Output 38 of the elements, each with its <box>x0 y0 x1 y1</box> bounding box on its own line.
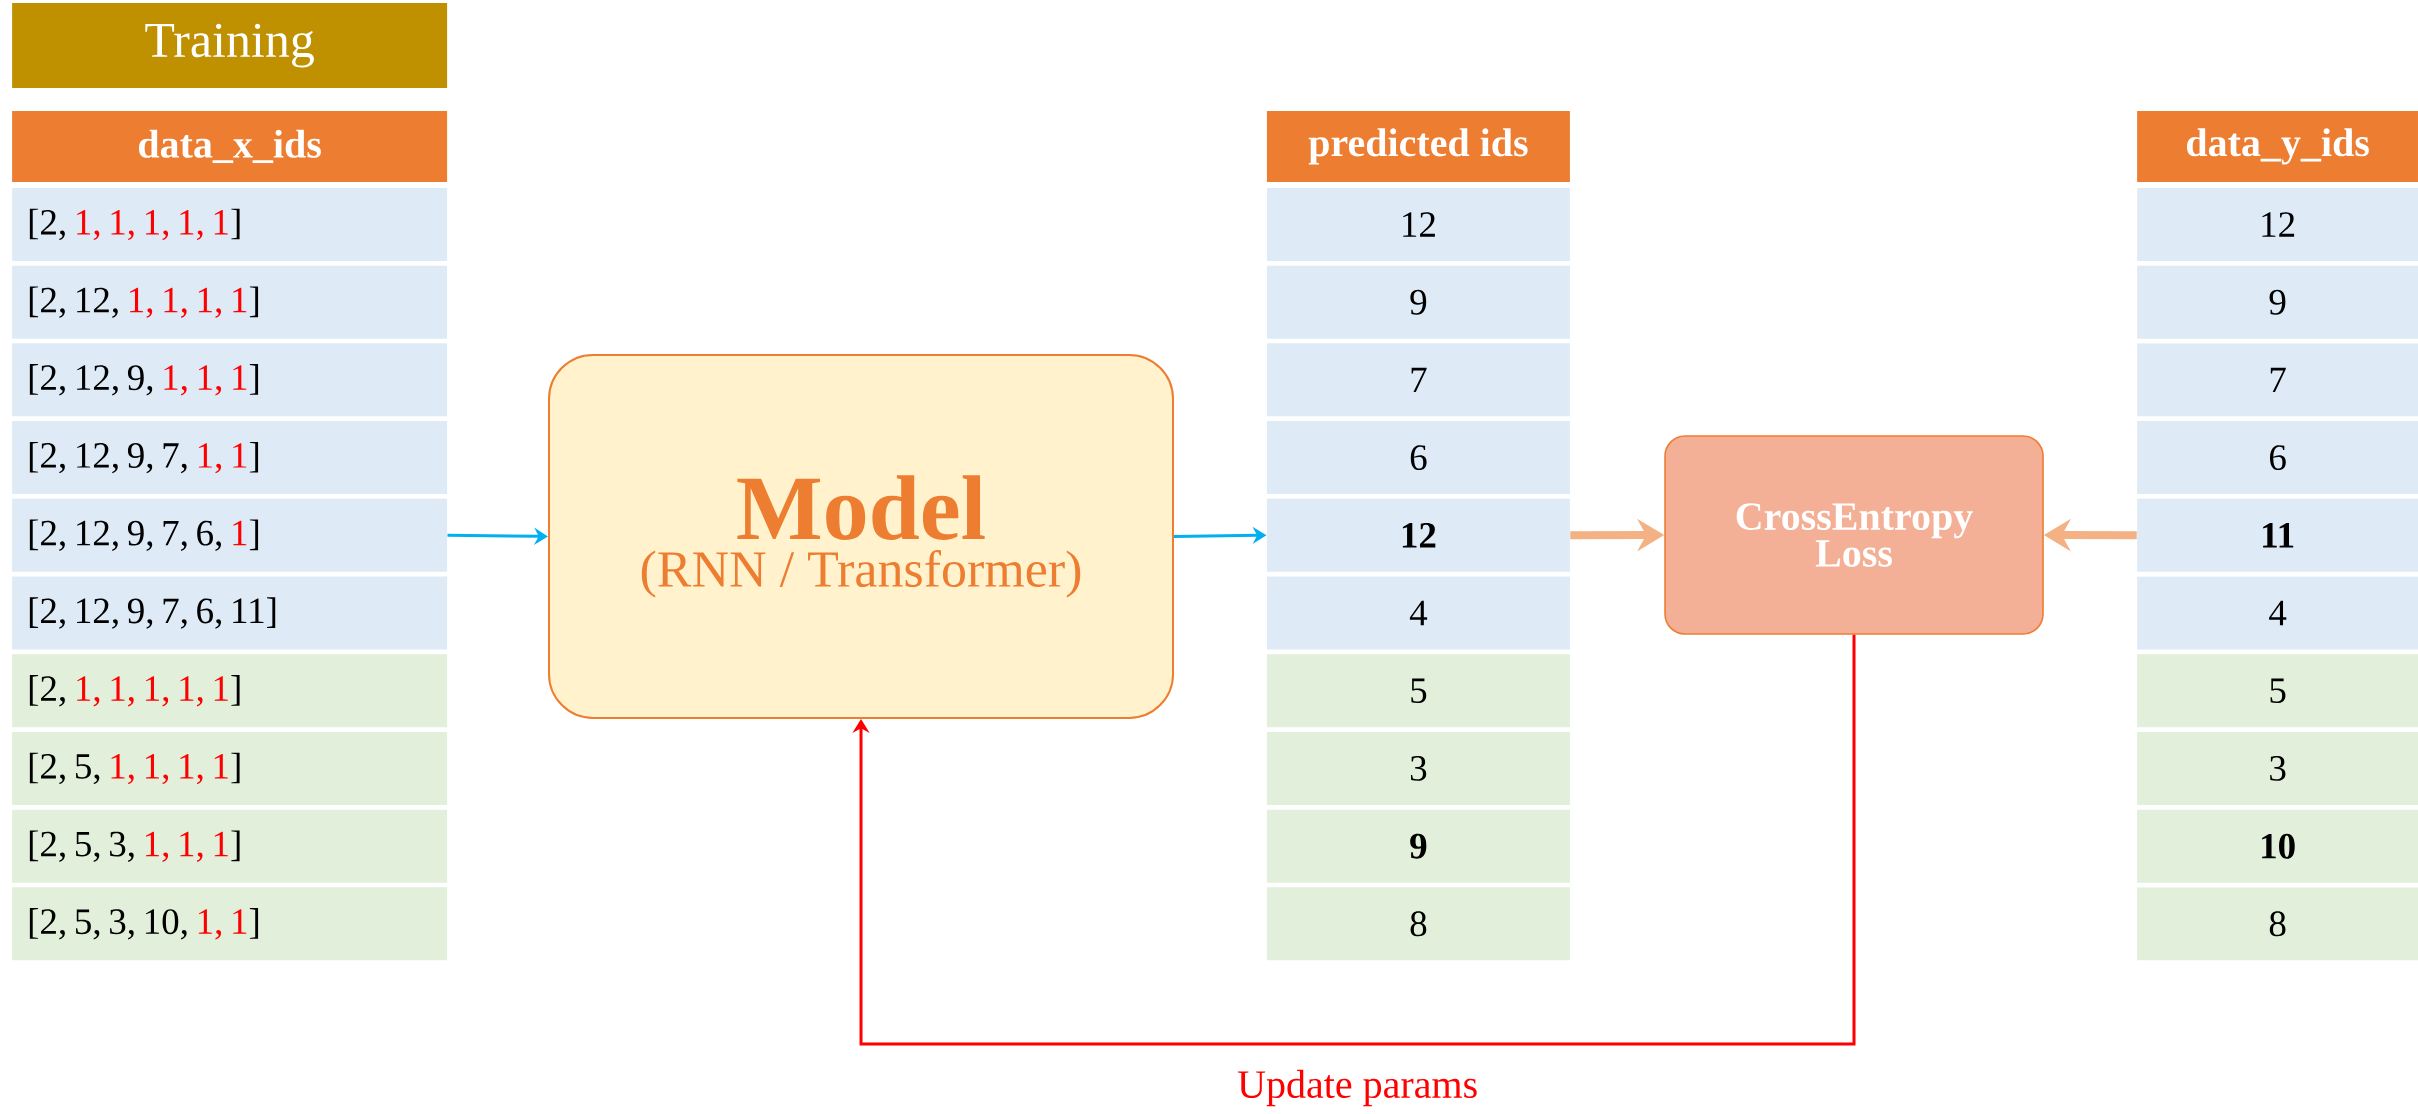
table-cell: 11 <box>2137 498 2418 572</box>
table-cell: 10 <box>2137 809 2418 883</box>
column-header: predicted ids <box>1266 110 1570 182</box>
table-cell: 12 <box>2137 187 2418 261</box>
table-cell: [2, 12, 9, 7, 6, 11] <box>12 576 448 650</box>
table-cell: [2, 12, 9, 1, 1, 1] <box>12 343 448 417</box>
table-cell: 7 <box>2137 343 2418 417</box>
column-header: data_x_ids <box>12 110 448 182</box>
table-cell: 5 <box>1266 654 1570 728</box>
table-cell: 4 <box>2137 576 2418 650</box>
table-cell: [2, 5, 3, 1, 1, 1] <box>12 809 448 883</box>
model-box: Model (RNN / Transformer) <box>548 353 1174 719</box>
table-cell: 6 <box>2137 421 2418 495</box>
table-cell: 12 <box>1266 498 1570 572</box>
edge-label: Update params <box>1235 1067 1481 1109</box>
table-cell: 5 <box>2137 654 2418 728</box>
table-cell: 9 <box>2137 265 2418 339</box>
table-cell: 12 <box>1266 187 1570 261</box>
table-cell: [2, 5, 3, 10, 1, 1] <box>12 887 448 961</box>
table-cell: 6 <box>1266 421 1570 495</box>
loss-box: CrossEntropy Loss <box>1664 435 2044 635</box>
table-cell: 8 <box>1266 887 1570 961</box>
column-header: data_y_ids <box>2137 110 2418 182</box>
table-cell: 7 <box>1266 343 1570 417</box>
arrow <box>852 634 1856 1046</box>
table-cell: [2, 1, 1, 1, 1, 1] <box>12 187 448 261</box>
table-cell: 4 <box>1266 576 1570 650</box>
table-cell: [2, 12, 1, 1, 1, 1] <box>12 265 448 339</box>
table-cell: [2, 12, 9, 7, 1, 1] <box>12 421 448 495</box>
table-cell: 9 <box>1266 809 1570 883</box>
table-cell: 8 <box>2137 887 2418 961</box>
table-cell: 3 <box>2137 731 2418 805</box>
table-cell: [2, 1, 1, 1, 1, 1] <box>12 654 448 728</box>
table-cell: 3 <box>1266 731 1570 805</box>
section-heading: Training <box>12 3 448 89</box>
table-cell: [2, 5, 1, 1, 1, 1] <box>12 731 448 805</box>
table-cell: 9 <box>1266 265 1570 339</box>
table-cell: [2, 12, 9, 7, 6, 1] <box>12 498 448 572</box>
